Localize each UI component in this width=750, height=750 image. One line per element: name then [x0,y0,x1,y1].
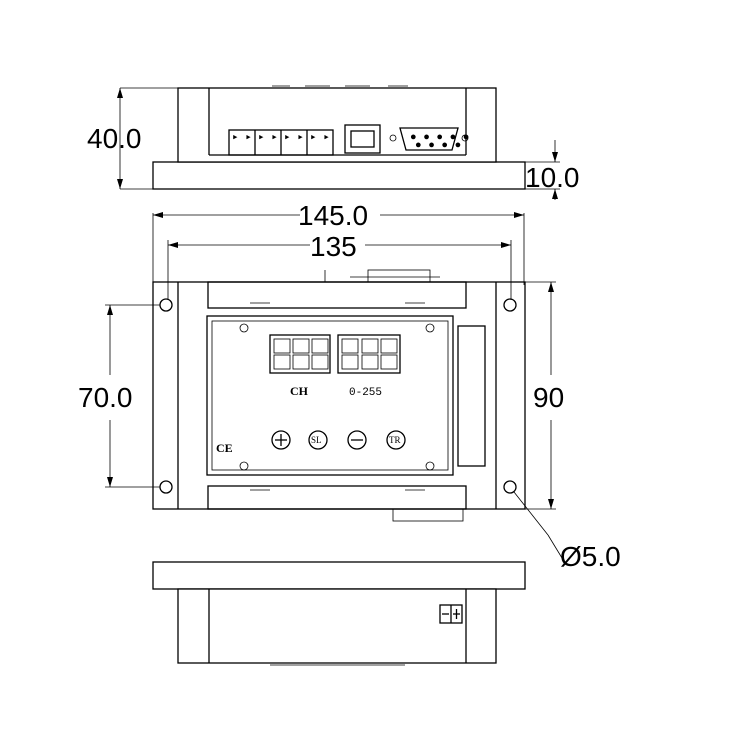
dim-height-total: 40.0 [87,87,178,190]
bottom-view [152,561,526,666]
svg-text:▸ ▸: ▸ ▸ [232,132,252,144]
dim-hole-spacing-height-label: 70.0 [78,382,133,413]
channel-display [269,334,331,374]
dim-hole-spacing-width: 135 [167,231,512,300]
front-view: CH 0-255 CE SL TR [152,269,526,522]
svg-text:▸ ▸: ▸ ▸ [284,132,304,144]
terminal-blocks: ▸ ▸ ▸ ▸ ▸ ▸ ▸ ▸ [228,129,334,156]
range-label: 0-255 [349,387,382,399]
top-view-flange [152,161,526,190]
tr-button[interactable]: TR [386,430,406,450]
dim-hole-diameter-label: Ø5.0 [560,541,621,572]
dim-flange-height-label: 10.0 [525,162,580,193]
ce-mark: CE [216,441,233,455]
polarity-mark [439,604,463,624]
mount-hole-bottom-left [159,480,173,494]
dim-flange-height: 10.0 [525,140,580,200]
mount-hole-bottom-right [503,480,517,494]
bottom-view-body [177,588,497,664]
svg-text:● ● ● ●: ● ● ● ● [415,140,461,152]
dim-hole-diameter: Ø5.0 [513,491,621,572]
plus-button[interactable] [271,430,291,450]
select-button-label: SL [311,435,322,445]
dim-outer-height: 90 [525,281,564,510]
dim-outer-width: 145.0 [152,200,525,285]
mount-hole-top-right [503,298,517,312]
side-slot [457,325,486,467]
dim-height-total-label: 40.0 [87,123,142,154]
tr-button-label: TR [389,435,401,445]
dim-hole-spacing-width-label: 135 [310,231,357,262]
db9-port: ● ● ● ● ● ● ● ● ● [389,127,469,152]
svg-text:● ● ● ● ●: ● ● ● ● ● [410,132,469,144]
svg-text:▸ ▸: ▸ ▸ [258,132,278,144]
minus-button[interactable] [347,430,367,450]
usb-port [344,124,381,154]
bottom-view-flange [152,561,526,590]
control-panel: CH 0-255 CE SL TR [206,315,454,476]
dim-outer-height-label: 90 [533,382,564,413]
value-display [337,334,401,374]
dim-outer-width-label: 145.0 [298,200,368,231]
dim-hole-spacing-height: 70.0 [78,304,160,488]
mount-hole-top-left [159,298,173,312]
channel-label: CH [290,384,309,398]
top-view: ▸ ▸ ▸ ▸ ▸ ▸ ▸ ▸ ● ● ● ● ● ● ● ● ● [152,85,526,190]
svg-text:▸ ▸: ▸ ▸ [310,132,330,144]
select-button[interactable]: SL [308,430,328,450]
